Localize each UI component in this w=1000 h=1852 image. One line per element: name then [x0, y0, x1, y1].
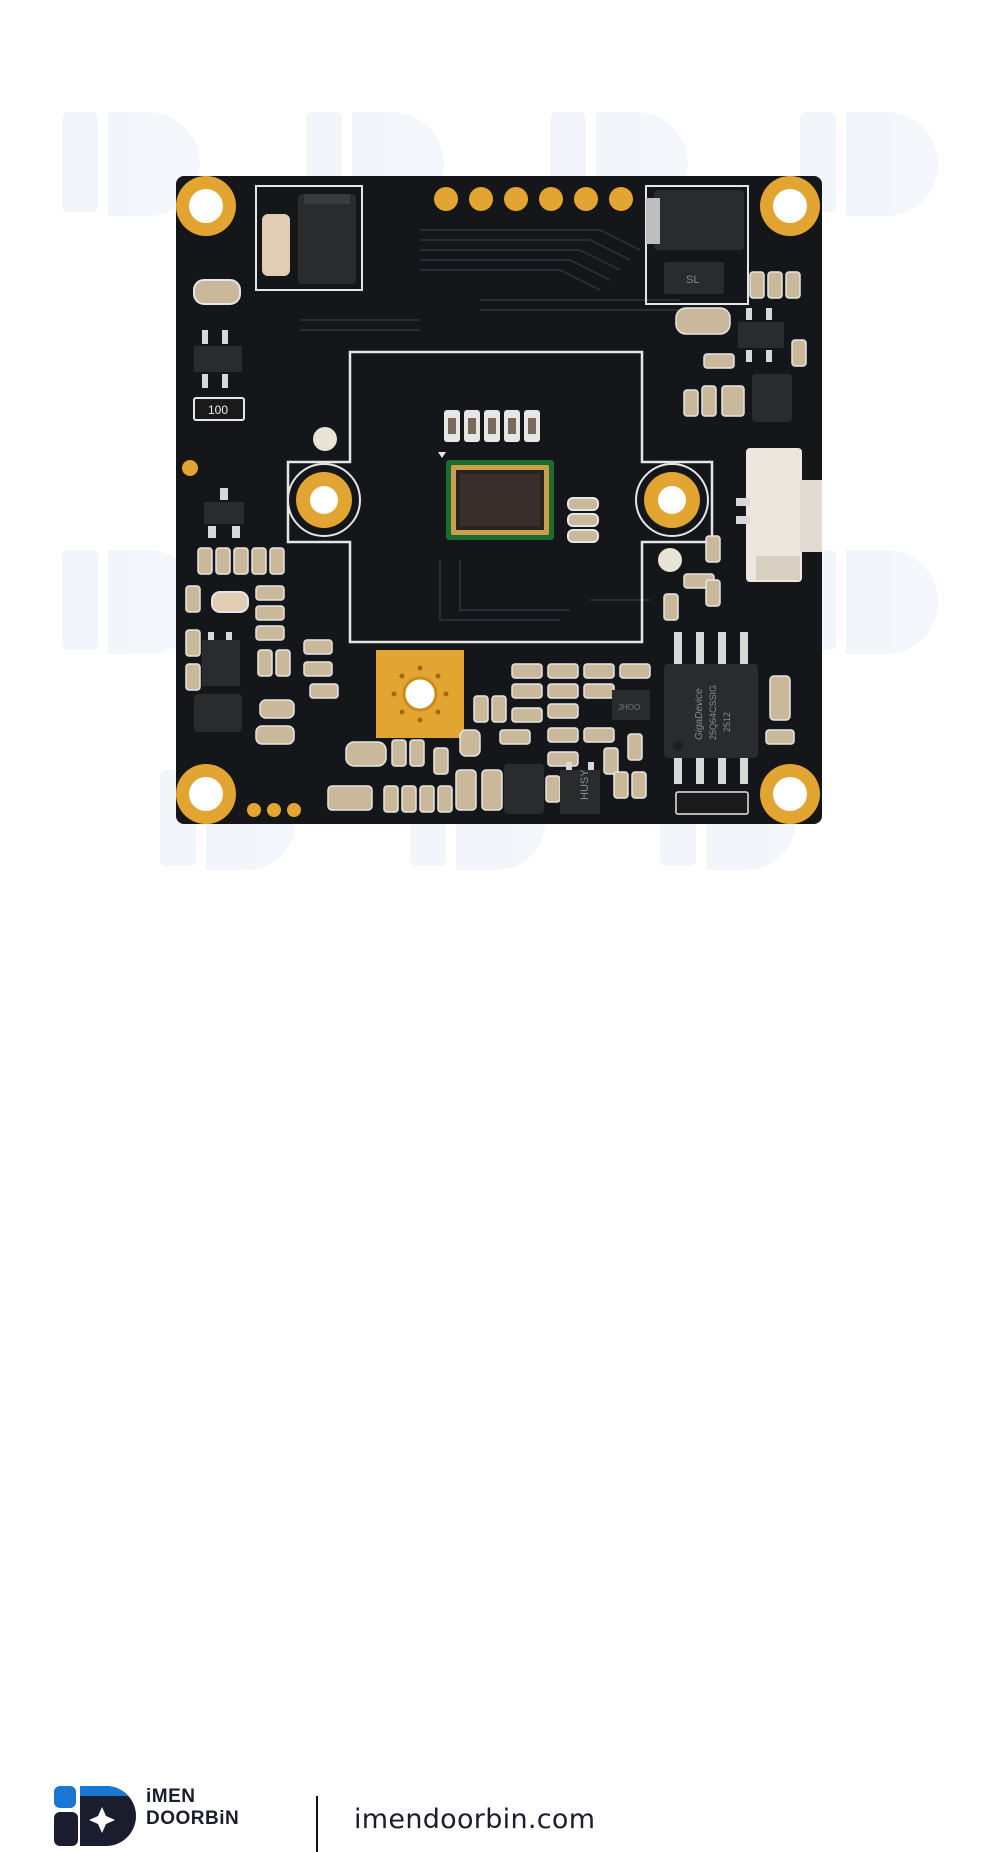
- bottom-pads: [247, 803, 301, 817]
- flash-chip-code: 2512: [722, 712, 732, 732]
- brand-line-2: DOORBiN: [146, 1808, 240, 1829]
- brand-name: iMEN DOORBiN: [146, 1786, 239, 1830]
- inductor: [752, 374, 792, 422]
- transistor: [204, 488, 244, 538]
- product-photo: SL 100: [62, 112, 938, 870]
- small-ic: [612, 690, 650, 720]
- divider: [316, 1796, 318, 1852]
- mounting-holes: [176, 176, 820, 824]
- passive-grid-bottom: [327, 663, 651, 813]
- silkscreen-box: [645, 185, 749, 305]
- header-pads: [434, 187, 633, 211]
- pin1-marker: [438, 452, 446, 458]
- passive-grid-left: [185, 547, 339, 745]
- brand-line-1: iMEN: [146, 1786, 196, 1807]
- capacitor: [262, 214, 290, 276]
- transistor: [194, 330, 242, 388]
- fiducial: [658, 548, 682, 572]
- sensor-holes: [287, 463, 709, 537]
- resistor: [193, 397, 245, 421]
- sot-ic: [202, 632, 240, 686]
- ground-pad-vias: [391, 665, 449, 723]
- silkscreen-box: [255, 185, 363, 291]
- pcb-traces: [300, 229, 680, 621]
- website-url[interactable]: imendoorbin.com: [354, 1804, 596, 1835]
- resistor-array: [675, 791, 749, 815]
- pad-dot: [182, 460, 198, 476]
- fiducial: [313, 427, 337, 451]
- brand-logo-icon: [54, 1786, 136, 1846]
- capacitor: [211, 591, 249, 613]
- diode-marking: SL: [686, 274, 699, 286]
- small-ic-marking: JHOO: [618, 703, 640, 712]
- passive-components: [444, 410, 540, 442]
- sensor-outline: [286, 350, 714, 644]
- resistor-marking: 100: [208, 403, 228, 417]
- diode: [664, 262, 724, 294]
- inductor: [298, 194, 356, 284]
- sot-ic-marking: HUSY: [579, 769, 591, 800]
- passive-grid-right: [663, 271, 807, 745]
- capacitor: [193, 279, 241, 305]
- flash-chip: [664, 632, 758, 784]
- flash-chip-part: 25Q64CSSIG: [708, 685, 718, 740]
- sot-ic: [738, 308, 784, 362]
- footer: iMEN DOORBiN imendoorbin.com: [0, 880, 1000, 1852]
- cable-connector: [736, 448, 822, 582]
- voltage-regulator: [654, 190, 744, 250]
- capacitor-cluster: [567, 497, 599, 543]
- image-sensor: [446, 460, 554, 540]
- flash-chip-brand: GigaDevice: [694, 688, 705, 740]
- inductor: [194, 694, 242, 732]
- sot-ic: [560, 762, 600, 814]
- inductor: [504, 764, 544, 814]
